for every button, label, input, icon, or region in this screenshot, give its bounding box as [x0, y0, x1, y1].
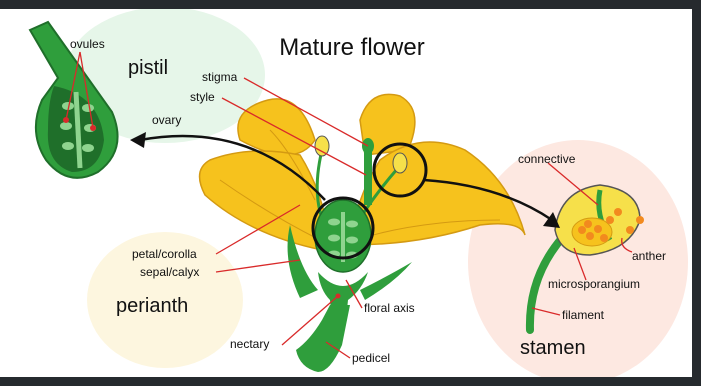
ovule-shape: [328, 235, 340, 242]
pollen-grain: [636, 216, 644, 224]
group-label-perianth: perianth: [116, 295, 188, 317]
label-ovules: ovules: [70, 37, 105, 51]
ovule-shape: [82, 104, 94, 112]
anther-shape: [315, 136, 329, 156]
pollen-sac: [572, 218, 612, 246]
label-ovary: ovary: [152, 113, 181, 127]
pollen-grain: [594, 225, 602, 233]
pollen-grain: [600, 234, 608, 242]
pollen-grain: [614, 208, 622, 216]
label-microsporangium: microsporangium: [548, 277, 640, 291]
ovule-shape: [346, 221, 358, 228]
pollen-grain: [586, 232, 594, 240]
pollen-grain: [626, 226, 634, 234]
label-nectary: nectary: [230, 337, 269, 351]
anther-shape: [393, 153, 407, 173]
pollen-grain: [578, 226, 586, 234]
label-anther: anther: [632, 249, 666, 263]
diagram-title: Mature flower: [279, 34, 424, 61]
ovule-shape: [60, 122, 72, 130]
pollen-grain: [584, 220, 592, 228]
group-label-stamen: stamen: [520, 337, 586, 359]
pollen-grain: [606, 216, 614, 224]
style-shape: [364, 150, 372, 205]
label-floral-axis: floral axis: [364, 301, 415, 315]
label-pedicel: pedicel: [352, 351, 390, 365]
label-filament: filament: [562, 308, 605, 322]
ovule-shape: [62, 142, 74, 150]
label-sepal-calyx: sepal/calyx: [140, 265, 199, 279]
ovule-shape: [346, 237, 358, 244]
ovule-shape: [328, 219, 340, 226]
label-connective: connective: [518, 152, 576, 166]
label-stigma: stigma: [202, 70, 238, 84]
ovule-shape: [82, 144, 94, 152]
label-petal-corolla: petal/corolla: [132, 247, 197, 261]
group-label-pistil: pistil: [128, 57, 168, 79]
label-style: style: [190, 90, 215, 104]
